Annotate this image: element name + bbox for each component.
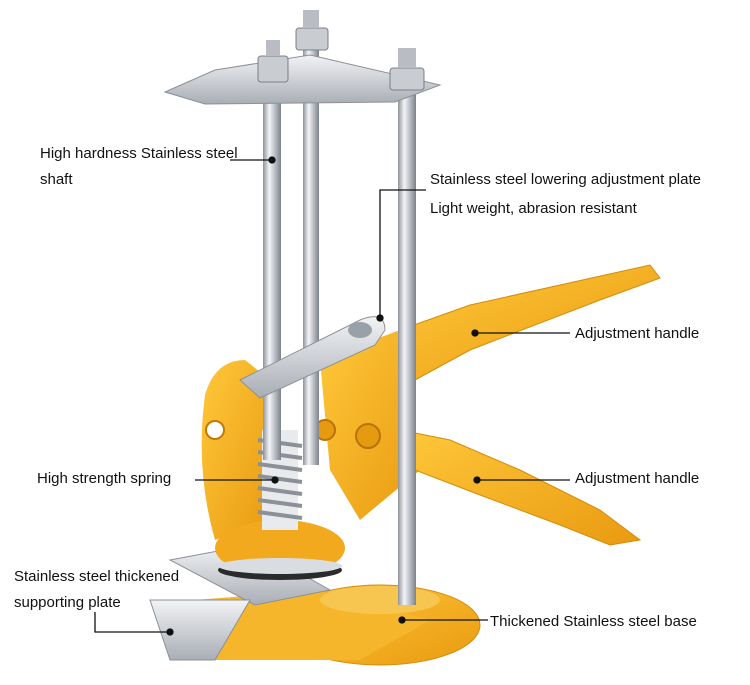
shaft-label: High hardness Stainless steel shaft	[40, 145, 238, 188]
bottom-handle-label: Adjustment handle	[575, 470, 700, 487]
adjustment-plate-sublabel: Light weight, abrasion resistant	[430, 200, 637, 217]
adjustment-plate-label: Stainless steel lowering adjustment plat…	[430, 171, 701, 188]
callout-lines	[94, 156, 570, 636]
top-nuts	[257, 10, 425, 91]
left-shaft	[263, 70, 281, 460]
top-plate	[163, 54, 442, 105]
base-label: Thickened Stainless steel base	[490, 613, 697, 630]
right-shaft	[398, 75, 416, 605]
top-handle-label: Adjustment handle	[575, 325, 700, 342]
top-adjustment-handle	[399, 264, 661, 381]
yellow-body	[201, 330, 420, 580]
bottom-adjustment-handle	[399, 429, 642, 546]
spring-label: High strength spring	[37, 470, 172, 487]
stainless-base	[195, 584, 481, 666]
supporting-plate-label: Stainless steel thickened supporting pla…	[14, 568, 180, 611]
